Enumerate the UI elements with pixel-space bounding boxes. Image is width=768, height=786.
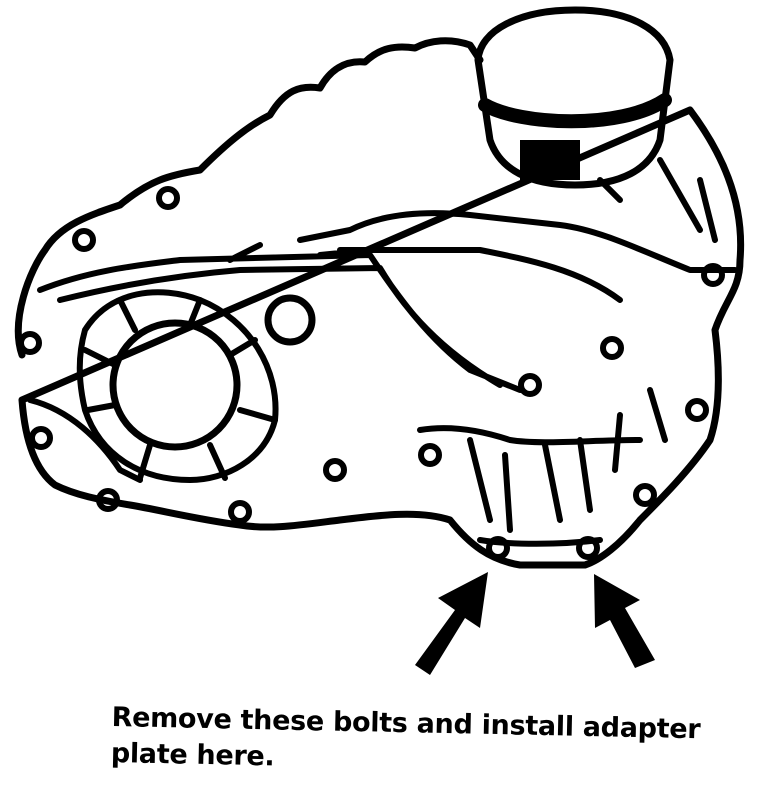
side-ribs — [467, 157, 718, 533]
hub-spokes — [82, 297, 278, 481]
main-hub — [109, 319, 241, 451]
transfer-case-drawing — [14, 6, 745, 675]
inner-boss — [264, 294, 316, 346]
bolt-bosses — [18, 186, 725, 560]
arrow-left — [415, 572, 488, 675]
shaft-notch — [520, 140, 580, 180]
caption: Remove these bolts and install adapter p… — [110, 700, 761, 786]
shaft-band — [478, 93, 672, 129]
hub-ring — [76, 289, 279, 483]
housing-outline — [14, 37, 745, 569]
flange-lines — [27, 210, 738, 483]
arrow-right — [594, 574, 655, 668]
